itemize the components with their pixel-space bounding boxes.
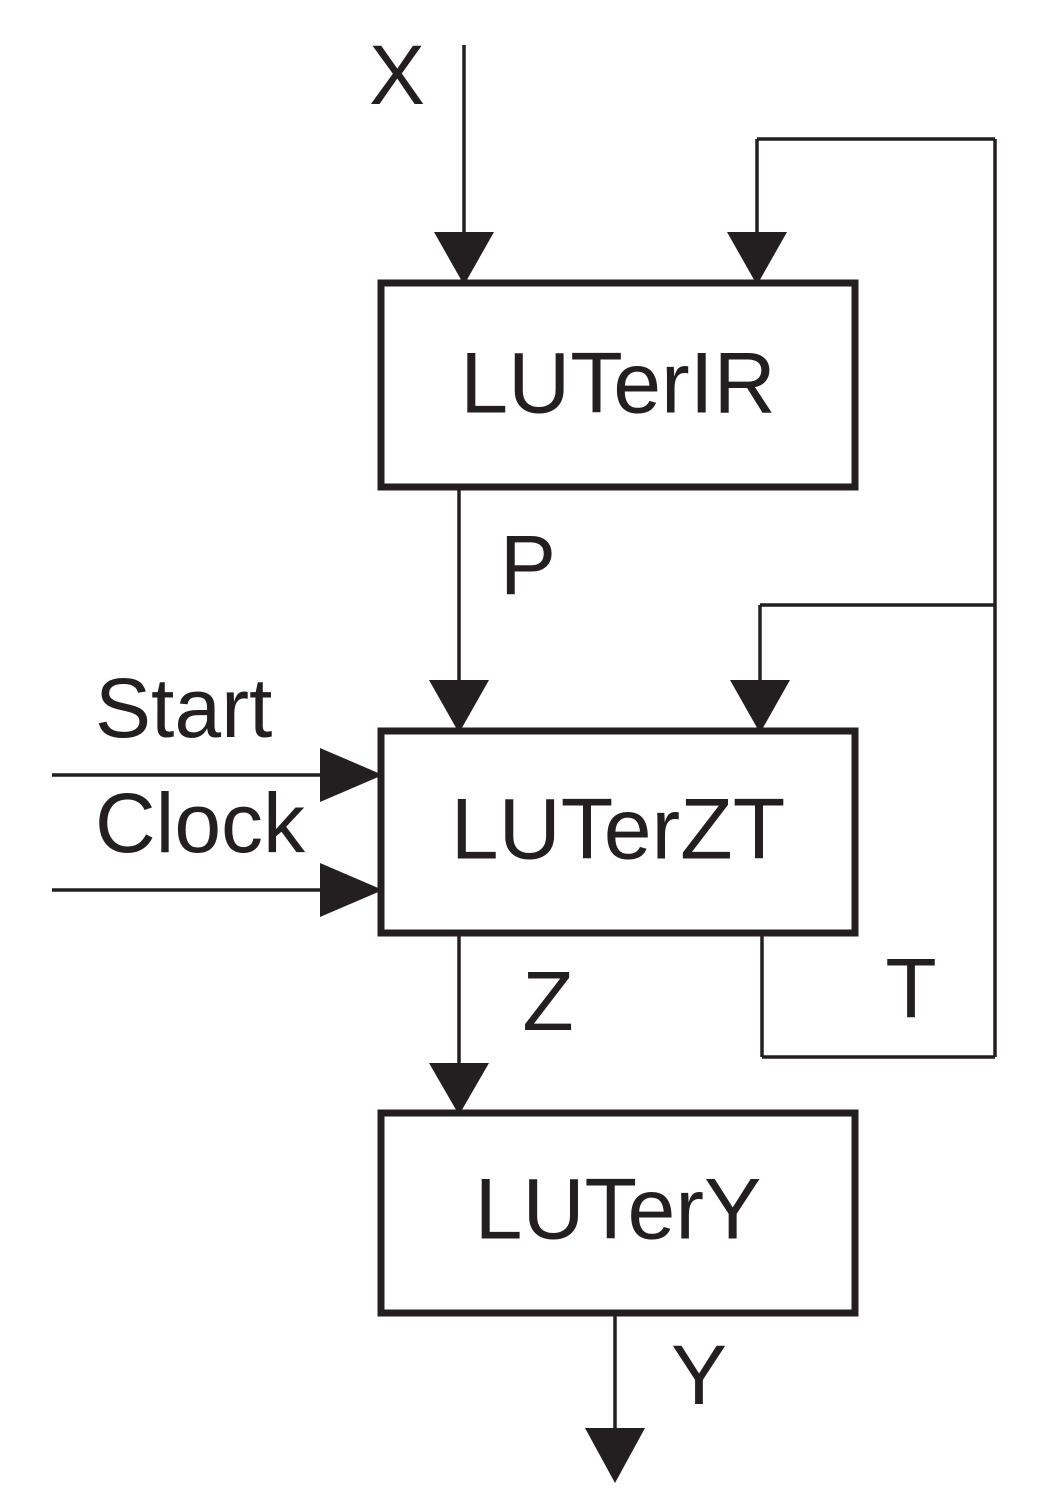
connection-clock-to-luterzt [52,863,383,917]
signal-label-x: X [369,28,425,122]
block-lutery[interactable]: LUTerY [377,1109,859,1317]
connection-p-to-luterzt [429,487,489,733]
signal-label-p: P [500,518,556,612]
block-lutery-label: LUTerY [475,1162,762,1258]
signal-label-z: Z [522,954,573,1048]
signal-label-clock: Clock [95,776,306,870]
signal-label-y: Y [671,1328,727,1422]
block-luterzt[interactable]: LUTerZT [377,727,859,937]
connection-y-out [585,1313,645,1483]
signal-label-t: T [885,941,936,1035]
connection-t-to-luterzt [730,603,995,733]
block-luterzt-label: LUTerZT [451,782,785,878]
connection-z-to-lutery [429,933,489,1115]
connection-t-out [760,933,995,1059]
signal-label-start: Start [95,661,272,755]
connection-t-to-luterir [727,137,995,285]
block-luterir-label: LUTerIR [460,336,775,432]
block-luterir[interactable]: LUTerIR [377,279,859,491]
connection-x-to-luterir [434,45,494,285]
connection-start-to-luterzt [52,748,383,802]
